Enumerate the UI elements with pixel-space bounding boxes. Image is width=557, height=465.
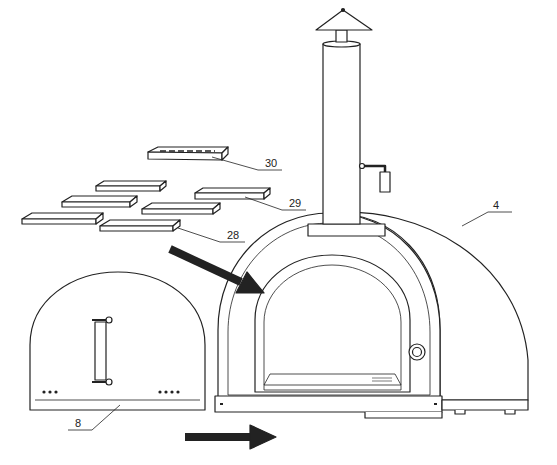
callout-number: 8 [74, 418, 82, 429]
callout-number: 4 [492, 200, 500, 211]
chimney [308, 9, 390, 237]
floor-bricks [22, 181, 270, 231]
callout-number: 29 [288, 198, 302, 209]
callout-number: 30 [264, 158, 278, 169]
leader-line [68, 157, 512, 430]
callout-number: 28 [226, 230, 240, 241]
oven-door [30, 272, 205, 410]
oven-dome [218, 212, 528, 400]
assembly-arrow [170, 249, 276, 449]
oven-base [215, 396, 528, 418]
